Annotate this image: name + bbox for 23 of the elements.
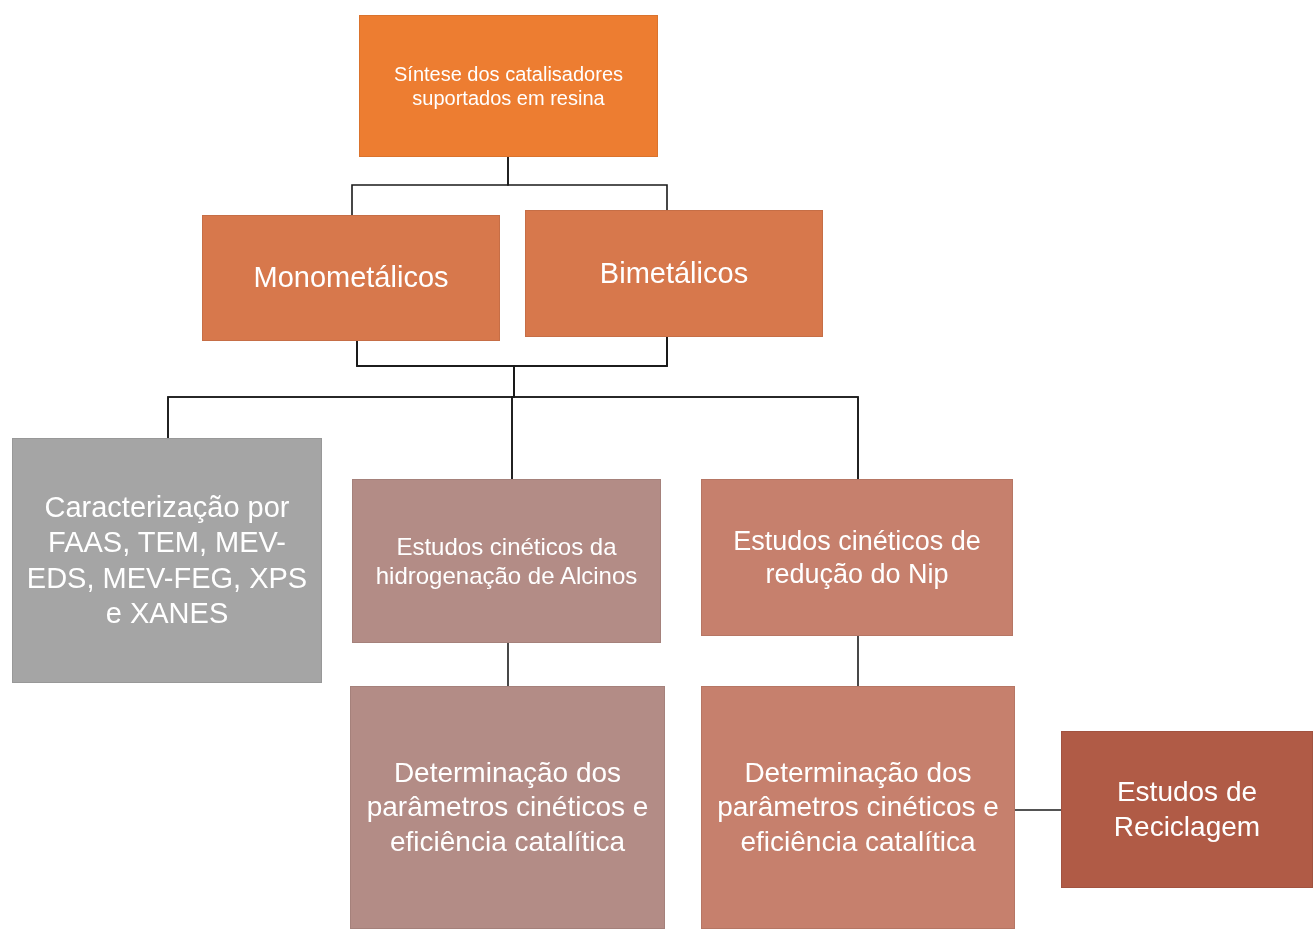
process-box: [202, 215, 500, 341]
process-box: [701, 686, 1015, 929]
process-box: [701, 479, 1013, 636]
process-box: [1061, 731, 1313, 888]
node-label: Bimetálicos: [599, 255, 749, 291]
node-label: Síntese dos catalisadores suportados em resina: [393, 61, 624, 111]
connector-line: [507, 156, 668, 211]
connector-line: [1014, 809, 1062, 811]
node-label: Determinação dos parâmetros cinéticos e eficiência catalítica: [365, 756, 650, 859]
node-label: Estudos cinéticos da hidrogenação de Alcinos: [374, 531, 639, 591]
node-label: Monometálicos: [253, 260, 449, 296]
node-label: Estudos de Reciclagem: [1112, 775, 1262, 844]
process-box: [359, 15, 658, 157]
process-box: [525, 210, 823, 337]
process-box: [12, 438, 322, 683]
process-box: [352, 479, 661, 643]
node-label: Estudos cinéticos de redução do Nip: [732, 524, 982, 591]
connector-line: [507, 642, 509, 687]
connector-line: [857, 635, 859, 687]
process-box: [350, 686, 665, 929]
connector-line: [513, 336, 859, 480]
node-label: Caracterização por FAAS, TEM, MEV-EDS, MEV-FEG, XPS e XANES: [25, 489, 309, 631]
node-label: Determinação dos parâmetros cinéticos e eficiência catalítica: [716, 756, 1000, 859]
